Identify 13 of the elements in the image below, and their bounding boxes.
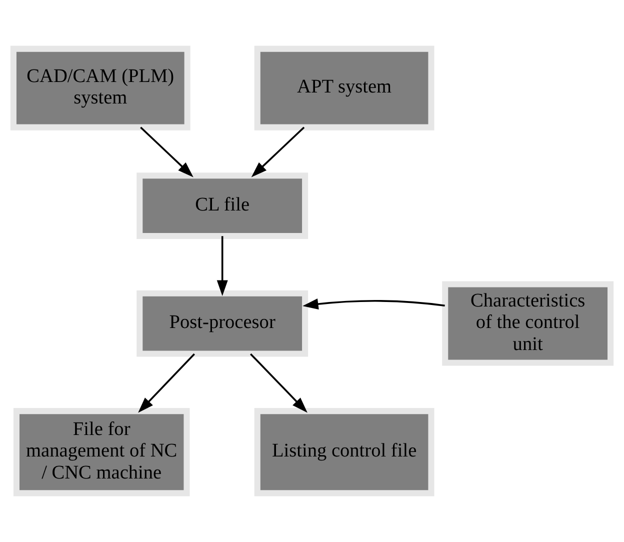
node-box: CL file [136,172,308,239]
node-box: Post-procesor [136,290,308,357]
node-box: APT system [254,46,434,130]
node-box: Characteristics of the control unit [442,281,614,366]
arrow [251,126,305,178]
node-box: CAD/CAM (PLM) system [10,46,190,130]
arrow [216,236,228,296]
arrow [140,126,194,178]
arrow [250,353,308,413]
arrow [138,353,195,413]
node-box: File for management of NC / CNC machine [13,408,190,496]
node-box: Listing control file [254,408,434,496]
arrow [302,298,445,310]
